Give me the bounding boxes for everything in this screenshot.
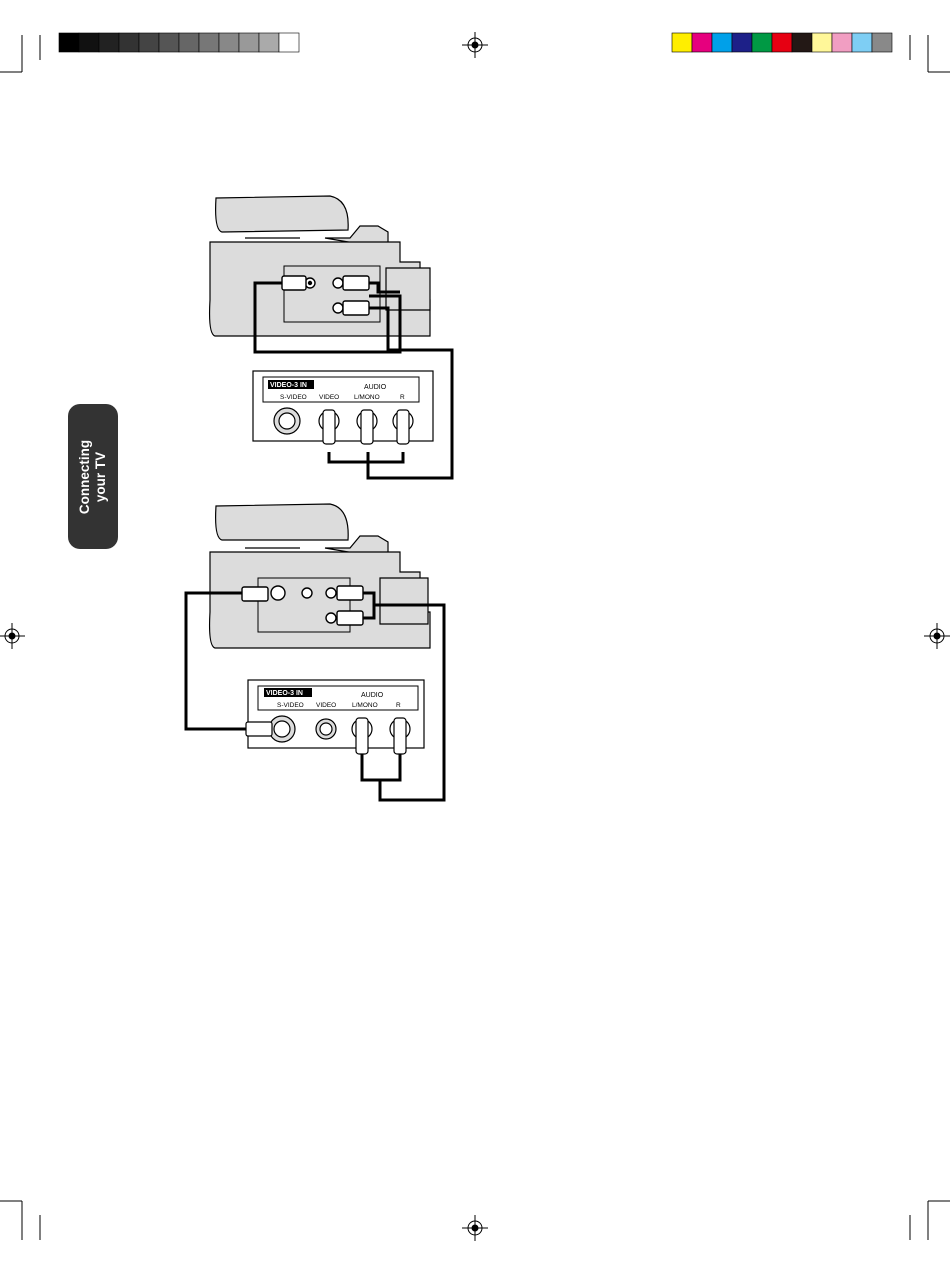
gray-bar-swatch: [159, 33, 179, 52]
color-calibration-bar: [672, 33, 892, 52]
section-side-tab: Connecting your TV: [68, 404, 118, 549]
camcorder-bottom: [210, 504, 430, 648]
color-bar-swatch: [852, 33, 872, 52]
gray-bar-swatch: [219, 33, 239, 52]
gray-bar-swatch: [139, 33, 159, 52]
panel-top-audio-label: AUDIO: [364, 384, 387, 391]
color-bar-swatch: [692, 33, 712, 52]
side-tab-line-2: your TV: [93, 439, 109, 513]
panel-bottom-lmono-label: L/MONO: [352, 702, 378, 709]
registration-mark-top: [462, 32, 488, 58]
gray-bar-swatch: [259, 33, 279, 52]
color-bar-swatch: [792, 33, 812, 52]
panel-bottom-r-label: R: [396, 702, 401, 709]
color-bar-swatch: [732, 33, 752, 52]
panel-top-title: VIDEO-3 IN: [270, 382, 307, 389]
gray-bar-swatch: [179, 33, 199, 52]
panel-top-svideo-label: S-VIDEO: [280, 394, 307, 401]
registration-mark-bottom: [462, 1215, 488, 1241]
gray-bar-swatch: [279, 33, 299, 52]
gray-bar-swatch: [59, 33, 79, 52]
registration-mark-left: [0, 623, 25, 649]
panel-top-video-label: VIDEO: [319, 394, 339, 401]
side-tab-line-1: Connecting: [77, 439, 93, 513]
color-bar-swatch: [712, 33, 732, 52]
panel-bottom-title: VIDEO-3 IN: [266, 690, 303, 697]
panel-bottom-video-label: VIDEO: [316, 702, 336, 709]
color-bar-swatch: [752, 33, 772, 52]
grayscale-calibration-bar: [59, 33, 299, 52]
panel-top-r-label: R: [400, 394, 405, 401]
panel-top-lmono-label: L/MONO: [354, 394, 380, 401]
color-bar-swatch: [872, 33, 892, 52]
color-bar-swatch: [812, 33, 832, 52]
gray-bar-swatch: [99, 33, 119, 52]
panel-bottom-audio-label: AUDIO: [361, 692, 384, 699]
color-bar-swatch: [672, 33, 692, 52]
gray-bar-swatch: [199, 33, 219, 52]
camcorder-top: [210, 196, 430, 336]
registration-mark-right: [924, 623, 950, 649]
gray-bar-swatch: [239, 33, 259, 52]
gray-bar-swatch: [119, 33, 139, 52]
color-bar-swatch: [832, 33, 852, 52]
color-bar-swatch: [772, 33, 792, 52]
crop-marks: [0, 35, 950, 1240]
side-tab-label: Connecting your TV: [77, 439, 109, 513]
panel-bottom-svideo-label: S-VIDEO: [277, 702, 304, 709]
gray-bar-swatch: [79, 33, 99, 52]
